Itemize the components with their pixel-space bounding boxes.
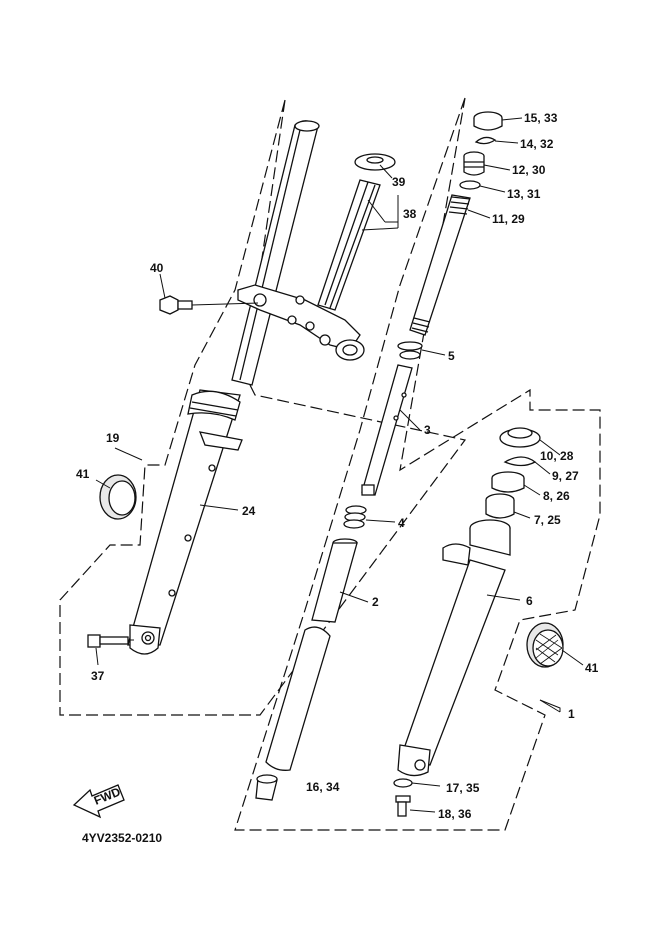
callout-19: 19 bbox=[106, 431, 120, 445]
bolt-40 bbox=[159, 295, 259, 315]
callout-39: 39 bbox=[392, 175, 406, 189]
leader-lines bbox=[95, 117, 561, 813]
callout-labels: 15, 33 14, 32 12, 30 13, 31 11, 29 39 38… bbox=[76, 111, 599, 821]
callout-13-31: 13, 31 bbox=[507, 187, 541, 201]
callout-12-30: 12, 30 bbox=[512, 163, 546, 177]
callout-38: 38 bbox=[403, 207, 417, 221]
callout-4: 4 bbox=[398, 516, 405, 530]
cylinder-2 bbox=[311, 538, 358, 623]
washer-39 bbox=[354, 153, 396, 171]
clip-9-27 bbox=[503, 456, 537, 467]
outer-tube-19 bbox=[231, 120, 320, 386]
washer-17-35 bbox=[393, 778, 413, 788]
callout-5: 5 bbox=[448, 349, 455, 363]
callout-14-32: 14, 32 bbox=[520, 137, 554, 151]
callout-9-27: 9, 27 bbox=[552, 469, 579, 483]
callout-41-right: 41 bbox=[585, 661, 599, 675]
callout-2: 2 bbox=[372, 595, 379, 609]
callout-8-26: 8, 26 bbox=[543, 489, 570, 503]
right-assembly-boundary bbox=[234, 97, 601, 831]
bolt-18-36 bbox=[395, 795, 411, 817]
callout-15-33: 15, 33 bbox=[524, 111, 558, 125]
fork-spring-11-29 bbox=[409, 194, 471, 336]
dust-seal-41-right bbox=[526, 622, 584, 668]
rebound-spring-4 bbox=[343, 505, 367, 529]
oil-seal-8-26 bbox=[491, 471, 525, 493]
piston-ring-5 bbox=[397, 341, 423, 360]
callout-37: 37 bbox=[91, 669, 105, 683]
callout-3: 3 bbox=[424, 423, 431, 437]
damper-rod-3 bbox=[361, 364, 413, 496]
axle-bolt-37 bbox=[87, 634, 134, 648]
callout-17-35: 17, 35 bbox=[446, 781, 480, 795]
o-ring-13-31 bbox=[459, 180, 481, 190]
oil-lock-piece bbox=[255, 774, 278, 801]
callout-10-28: 10, 28 bbox=[540, 449, 574, 463]
callout-1: 1 bbox=[568, 707, 575, 721]
clip-14-32 bbox=[474, 136, 497, 145]
dust-seal-10-28 bbox=[499, 427, 541, 448]
collar-12-30 bbox=[463, 151, 485, 176]
lower-leg-24 bbox=[127, 389, 243, 655]
callout-40: 40 bbox=[150, 261, 164, 275]
left-assembly-boundary bbox=[59, 99, 467, 716]
callout-11-29: 11, 29 bbox=[492, 212, 525, 226]
callout-41-left: 41 bbox=[76, 467, 90, 481]
bushing-7-25 bbox=[485, 493, 515, 519]
steering-stem-38 bbox=[237, 179, 381, 361]
callout-16-34: 16, 34 bbox=[306, 780, 340, 794]
callout-18-36: 18, 36 bbox=[438, 807, 472, 821]
dust-seal-41-left bbox=[99, 474, 137, 520]
outer-tube-6 bbox=[397, 519, 511, 777]
callout-6: 6 bbox=[526, 594, 533, 608]
drawing-code: 4YV2352-0210 bbox=[82, 831, 162, 845]
callout-24: 24 bbox=[242, 504, 256, 518]
cap-bolt-15-33 bbox=[473, 111, 503, 131]
fwd-arrow-icon: FWD bbox=[72, 784, 125, 819]
inner-tube-16-34 bbox=[265, 626, 331, 771]
callout-7-25: 7, 25 bbox=[534, 513, 561, 527]
